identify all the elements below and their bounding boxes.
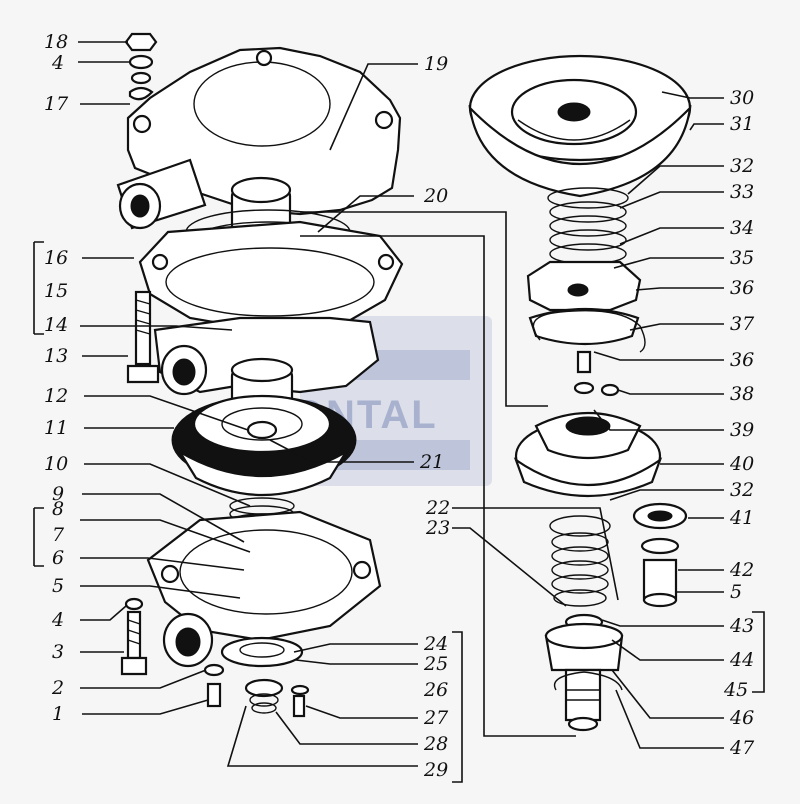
label-32b: 32: [730, 479, 754, 501]
callout-labels: 18 4 17 16 15 14 13 12 11 10 9 8 7 6 5 4…: [44, 31, 755, 781]
body-36: [526, 260, 642, 346]
label-1: 1: [52, 703, 64, 725]
label-27: 27: [423, 707, 449, 729]
label-44: 44: [729, 649, 754, 671]
label-37: 37: [730, 313, 755, 335]
label-8: 8: [52, 498, 64, 520]
left-assembly: [116, 32, 404, 718]
label-29: 29: [423, 759, 448, 781]
label-14: 14: [44, 314, 68, 336]
lower-housing: [146, 510, 382, 668]
piston-44: [544, 613, 624, 732]
label-5a: 5: [52, 575, 64, 597]
label-35: 35: [730, 247, 754, 269]
label-22: 22: [425, 497, 450, 519]
middle-housing: [153, 316, 380, 424]
label-34: 34: [730, 217, 754, 239]
label-10: 10: [44, 453, 68, 475]
cup-40: [513, 412, 663, 498]
valve-41: [632, 502, 688, 608]
label-4b: 4: [51, 609, 64, 631]
cap-30: [468, 54, 692, 198]
label-7: 7: [52, 524, 65, 546]
label-38: 38: [730, 383, 754, 405]
label-15: 15: [44, 280, 68, 302]
label-43: 43: [729, 615, 754, 637]
label-12: 12: [44, 385, 68, 407]
label-28: 28: [423, 733, 448, 755]
right-assembly: [468, 54, 692, 732]
label-4a: 4: [51, 52, 64, 74]
top-nut-stack: [124, 32, 158, 101]
label-3: 3: [52, 641, 64, 663]
label-47: 47: [729, 737, 755, 759]
bolt-3: [120, 597, 148, 676]
pin-38: [573, 350, 620, 397]
snap-ring-37: [532, 309, 646, 353]
label-36a: 36: [730, 277, 754, 299]
label-5b: 5: [730, 581, 742, 603]
snap-ring-47: [553, 671, 623, 691]
label-17: 17: [44, 93, 69, 115]
bolt-13: [126, 290, 160, 384]
label-30: 30: [730, 87, 754, 109]
label-31: 31: [730, 113, 754, 135]
label-45: 45: [723, 679, 748, 701]
label-41: 41: [729, 507, 754, 529]
label-21: 21: [419, 451, 444, 473]
label-46: 46: [729, 707, 754, 729]
label-9: 9: [52, 483, 64, 505]
label-6: 6: [52, 547, 64, 569]
diaphragm-11: [171, 394, 357, 496]
label-25: 25: [423, 653, 448, 675]
spring-33: [547, 187, 629, 265]
label-39: 39: [730, 419, 754, 441]
leader-lines: [33, 41, 765, 783]
label-24: 24: [423, 633, 448, 655]
label-26: 26: [423, 679, 448, 701]
middle-flange: [138, 220, 404, 332]
label-36b: 36: [730, 349, 754, 371]
label-32a: 32: [730, 155, 754, 177]
label-40: 40: [729, 453, 754, 475]
label-42: 42: [729, 559, 754, 581]
bottom-parts: [203, 636, 310, 718]
label-23: 23: [425, 517, 450, 539]
spring-22: [549, 515, 611, 607]
label-13: 13: [44, 345, 68, 367]
label-18: 18: [44, 31, 68, 53]
label-20: 20: [423, 185, 448, 207]
label-11: 11: [44, 417, 68, 439]
label-2: 2: [51, 677, 64, 699]
label-16: 16: [44, 247, 68, 269]
label-33: 33: [730, 181, 754, 203]
label-19: 19: [424, 53, 448, 75]
